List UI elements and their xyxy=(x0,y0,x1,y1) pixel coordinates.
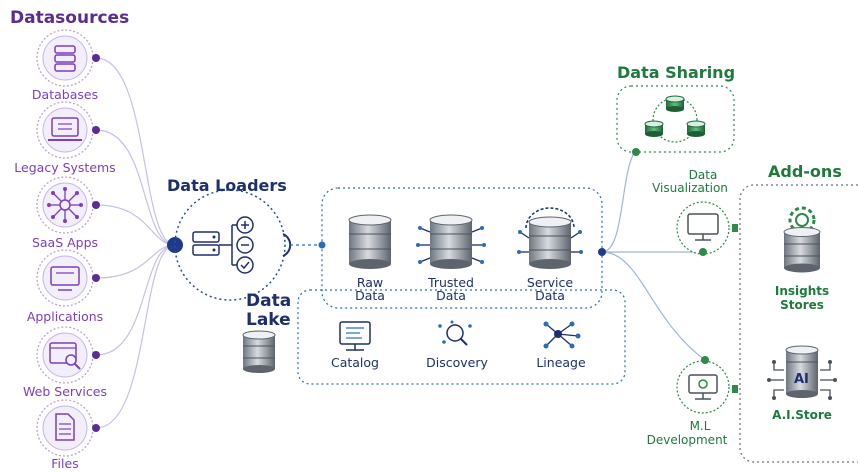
service-data-label-line2: Data xyxy=(535,288,565,303)
lineage-label: Lineage xyxy=(536,355,586,370)
datasources-title: Datasources xyxy=(10,8,130,28)
insights-stores-label-line1: Insights xyxy=(774,284,830,298)
service-data-label-line1: Service xyxy=(526,275,574,290)
data-lake-tools-box xyxy=(297,289,626,385)
shared-db-icon-right xyxy=(686,120,706,137)
data-loaders-node xyxy=(167,189,326,301)
discovery-label: Discovery xyxy=(426,355,488,370)
insights-stores-label-line2: Stores xyxy=(780,298,824,312)
add-ons-box xyxy=(739,184,858,463)
shared-db-icon-top xyxy=(665,95,685,112)
catalog-label: Catalog xyxy=(330,355,379,370)
catalog-icon xyxy=(339,321,371,351)
ml-development-node xyxy=(676,356,738,414)
lake-output-node xyxy=(598,248,606,256)
service-data-cylinder-icon xyxy=(517,207,583,269)
ai-badge: AI xyxy=(794,372,809,387)
source-label-legacy-systems: Legacy Systems xyxy=(14,160,116,175)
web-services-icon xyxy=(36,326,100,384)
raw-data-cylinder-icon xyxy=(348,214,392,269)
applications-icon xyxy=(36,249,100,307)
data-visualization-label-line2: Visualization xyxy=(652,181,728,195)
data-lake-title-line1: Data xyxy=(246,291,292,311)
data-visualization-node xyxy=(676,201,738,256)
source-connectors xyxy=(95,57,176,429)
data-loaders-title: Data Loaders xyxy=(167,176,287,195)
source-label-files: Files xyxy=(51,456,79,471)
trusted-data-cylinder-icon xyxy=(416,214,486,269)
data-sharing-node xyxy=(616,85,735,156)
files-icon xyxy=(36,399,100,457)
saas-apps-icon xyxy=(36,176,100,234)
raw-data-label-line1: Raw xyxy=(356,275,384,290)
ai-store-icon xyxy=(767,345,837,400)
source-label-databases: Databases xyxy=(31,87,99,102)
add-ons-title: Add-ons xyxy=(768,162,842,181)
data-visualization-label-line1: Data xyxy=(688,168,718,182)
lineage-icon xyxy=(543,321,581,349)
data-lake-title-line2: Lake xyxy=(246,310,291,330)
raw-data-label-line2: Data xyxy=(355,288,385,303)
source-icons xyxy=(36,29,100,457)
shared-db-icon-left xyxy=(644,120,664,137)
discovery-icon xyxy=(438,320,472,346)
ml-development-label-line1: M.L xyxy=(689,419,711,433)
ai-store-label: A.I.Store xyxy=(772,408,832,422)
insights-stores-icon xyxy=(783,206,821,273)
source-label-web-services: Web Services xyxy=(23,384,107,399)
database-icon xyxy=(36,29,100,87)
source-label-saas-apps: SaaS Apps xyxy=(31,235,99,250)
source-label-applications: Applications xyxy=(26,309,104,324)
legacy-systems-icon xyxy=(36,101,100,159)
trusted-data-label-line1: Trusted xyxy=(428,275,474,290)
trusted-data-label-line2: Data xyxy=(436,288,466,303)
ml-development-label-line2: Development xyxy=(646,433,728,447)
data-sharing-title: Data Sharing xyxy=(617,63,736,82)
data-lake-cylinder-icon xyxy=(242,330,276,373)
